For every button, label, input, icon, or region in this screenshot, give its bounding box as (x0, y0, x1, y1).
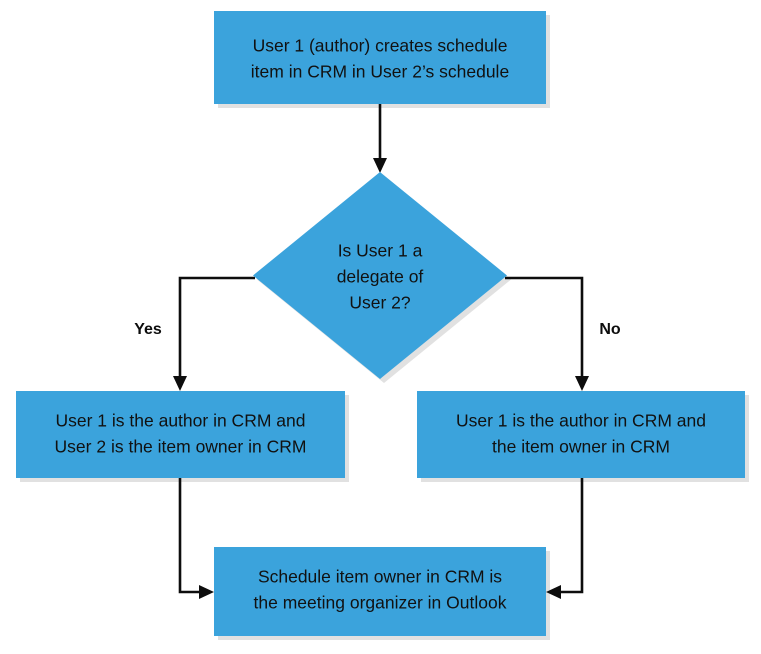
edge-start-to-decision-arrowhead (373, 158, 387, 173)
edge-decision-to-no-arrowhead (575, 376, 589, 391)
edge-decision-to-no-line (505, 276, 584, 381)
edge-yes-to-end-line (178, 478, 204, 594)
node-start[interactable]: User 1 (author) creates schedule item in… (214, 11, 546, 104)
edge-decision-to-yes-line (178, 276, 255, 381)
edge-decision-to-yes (173, 276, 255, 391)
no-outcome-node-label-line2: the item owner in CRM (492, 437, 670, 457)
decision-node-label-line1: Is User 1 a (338, 241, 423, 261)
edge-no-to-end-line (556, 478, 584, 594)
edge-label-no: No (599, 321, 621, 338)
edge-no-to-end-arrowhead (546, 585, 561, 599)
yes-outcome-node-label-line1: User 1 is the author in CRM and (56, 411, 306, 431)
node-decision[interactable]: Is User 1 a delegate of User 2? (253, 172, 507, 379)
edge-label-yes: Yes (134, 321, 162, 338)
edge-no-to-end (546, 478, 584, 599)
edge-decision-to-no (505, 276, 589, 391)
edge-yes-to-end-arrowhead (199, 585, 214, 599)
start-node-box[interactable] (214, 11, 546, 104)
end-node-label-line1: Schedule item owner in CRM is (258, 567, 502, 587)
edge-yes-to-end (178, 478, 214, 599)
end-node-label-line2: the meeting organizer in Outlook (254, 593, 507, 613)
node-end[interactable]: Schedule item owner in CRM is the meetin… (214, 547, 546, 636)
decision-node-diamond[interactable] (253, 172, 507, 379)
end-node-box[interactable] (214, 547, 546, 636)
edge-start-to-decision (373, 104, 387, 173)
start-node-label-line1: User 1 (author) creates schedule (253, 36, 508, 56)
decision-node-label-line3: User 2? (349, 293, 411, 313)
no-outcome-node-box[interactable] (417, 391, 745, 478)
edge-decision-to-yes-arrowhead (173, 376, 187, 391)
node-yes-outcome[interactable]: User 1 is the author in CRM and User 2 i… (16, 391, 345, 478)
yes-outcome-node-box[interactable] (16, 391, 345, 478)
yes-outcome-node-label-line2: User 2 is the item owner in CRM (55, 437, 307, 457)
start-node-label-line2: item in CRM in User 2’s schedule (251, 62, 509, 82)
decision-node-label-line2: delegate of (337, 267, 424, 287)
node-no-outcome[interactable]: User 1 is the author in CRM and the item… (417, 391, 745, 478)
no-outcome-node-label-line1: User 1 is the author in CRM and (456, 411, 706, 431)
